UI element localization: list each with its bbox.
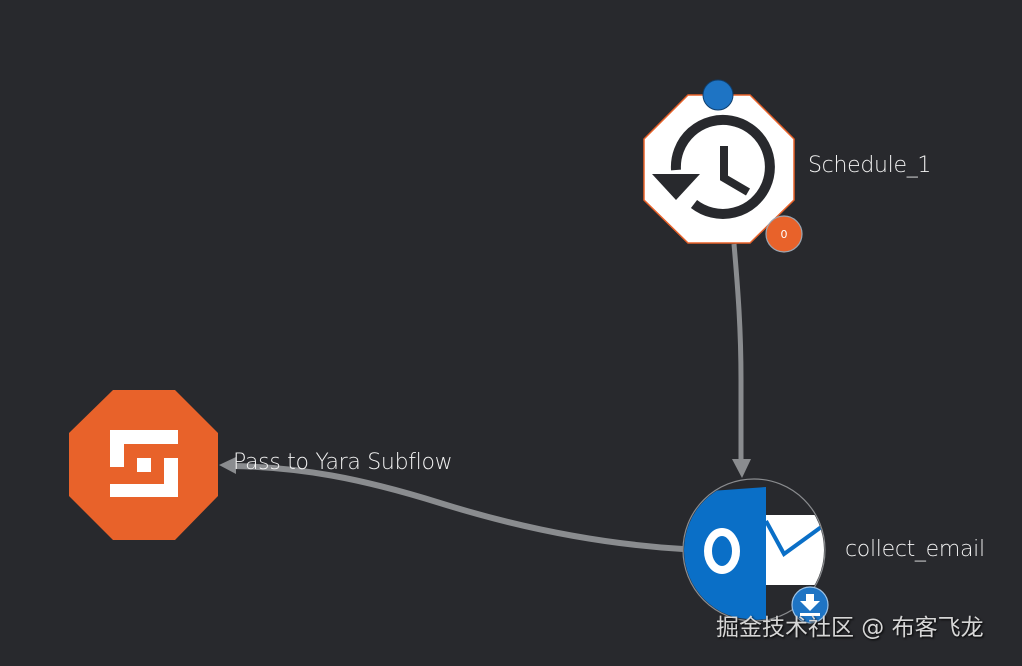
error-count-text: 0 xyxy=(781,228,788,241)
watermark: 掘金技术社区 @ 布客飞龙 xyxy=(716,615,984,641)
node-yara-subflow[interactable] xyxy=(69,390,218,540)
node-schedule[interactable]: 0 xyxy=(643,79,803,253)
download-badge[interactable] xyxy=(791,586,829,624)
outlook-icon xyxy=(684,487,824,620)
edge-schedule-to-collect-email[interactable] xyxy=(731,243,751,478)
input-port[interactable] xyxy=(702,79,734,111)
download-icon xyxy=(800,594,820,616)
collect-email-label[interactable]: collect_email xyxy=(845,537,985,562)
edge-collect-email-to-yara[interactable] xyxy=(219,457,684,552)
error-count-badge[interactable]: 0 xyxy=(765,215,803,253)
clock-history-icon xyxy=(652,115,775,219)
yara-subflow-label[interactable]: Pass to Yara Subflow xyxy=(233,450,453,475)
schedule-label[interactable]: Schedule_1 xyxy=(808,153,932,178)
subflow-icon xyxy=(110,430,178,497)
node-collect-email[interactable] xyxy=(682,478,829,624)
